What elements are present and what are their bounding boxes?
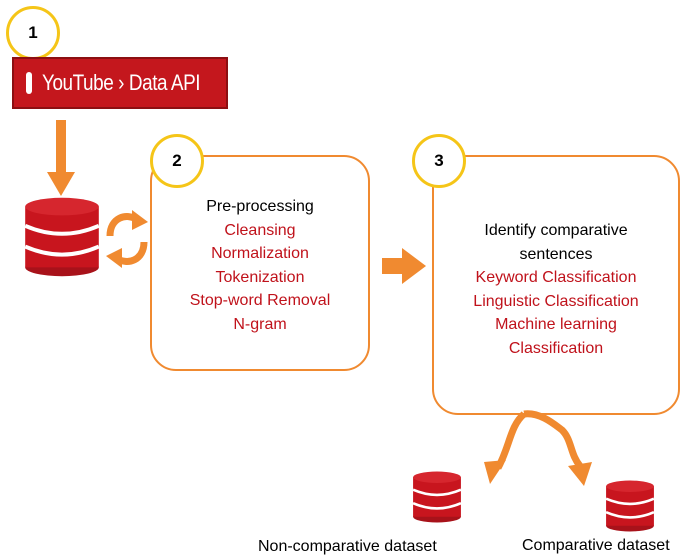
identify-title-line1: Identify comparative	[484, 222, 628, 239]
preprocessing-item-stopword-removal: Stop-word Removal	[189, 292, 331, 310]
identify-comparative-box: Identify comparative sentences Keyword C…	[432, 155, 680, 415]
banner-separator: ›	[118, 70, 125, 95]
step-2-badge: 2	[150, 134, 204, 188]
source-database-icon	[22, 196, 102, 278]
non-comparative-label: Non-comparative dataset	[258, 538, 437, 555]
identify-item-keyword: Keyword Classification	[475, 269, 637, 287]
comparative-label: Comparative dataset	[522, 537, 670, 554]
preprocessing-content: Pre-processing Cleansing Normalization T…	[152, 195, 368, 337]
identify-item-linguistic: Linguistic Classification	[473, 292, 639, 310]
down-arrow-icon	[47, 120, 75, 196]
identify-title-line2: sentences	[519, 245, 593, 263]
identify-item-ml: Machine learning	[495, 316, 617, 334]
refresh-cycle-icon	[106, 210, 148, 268]
preprocessing-title: Pre-processing	[206, 198, 314, 215]
preprocessing-item-cleansing: Cleansing	[224, 221, 296, 239]
banner-brand: YouTube	[42, 70, 114, 95]
identify-content: Identify comparative sentences Keyword C…	[434, 219, 678, 361]
step-3-badge: 3	[412, 134, 466, 188]
youtube-play-icon	[26, 72, 43, 94]
banner-product: Data API	[129, 70, 201, 95]
preprocessing-box: Pre-processing Cleansing Normalization T…	[150, 155, 370, 371]
right-arrow-icon	[382, 248, 426, 284]
preprocessing-item-normalization: Normalization	[211, 245, 309, 263]
step-1-number: 1	[28, 23, 38, 42]
preprocessing-item-tokenization: Tokenization	[215, 268, 305, 286]
step-2-number: 2	[172, 151, 182, 170]
step-1-badge: 1	[6, 6, 60, 60]
identify-item-classification: Classification	[508, 339, 604, 357]
split-arrows-icon	[484, 410, 592, 486]
banner-text: YouTube › Data API	[42, 70, 201, 96]
step-3-number: 3	[434, 151, 444, 170]
comparative-database-icon	[604, 479, 656, 533]
youtube-data-api-banner: YouTube › Data API	[12, 57, 228, 109]
non-comparative-database-icon	[411, 469, 463, 525]
preprocessing-item-ngram: N-gram	[233, 315, 287, 333]
